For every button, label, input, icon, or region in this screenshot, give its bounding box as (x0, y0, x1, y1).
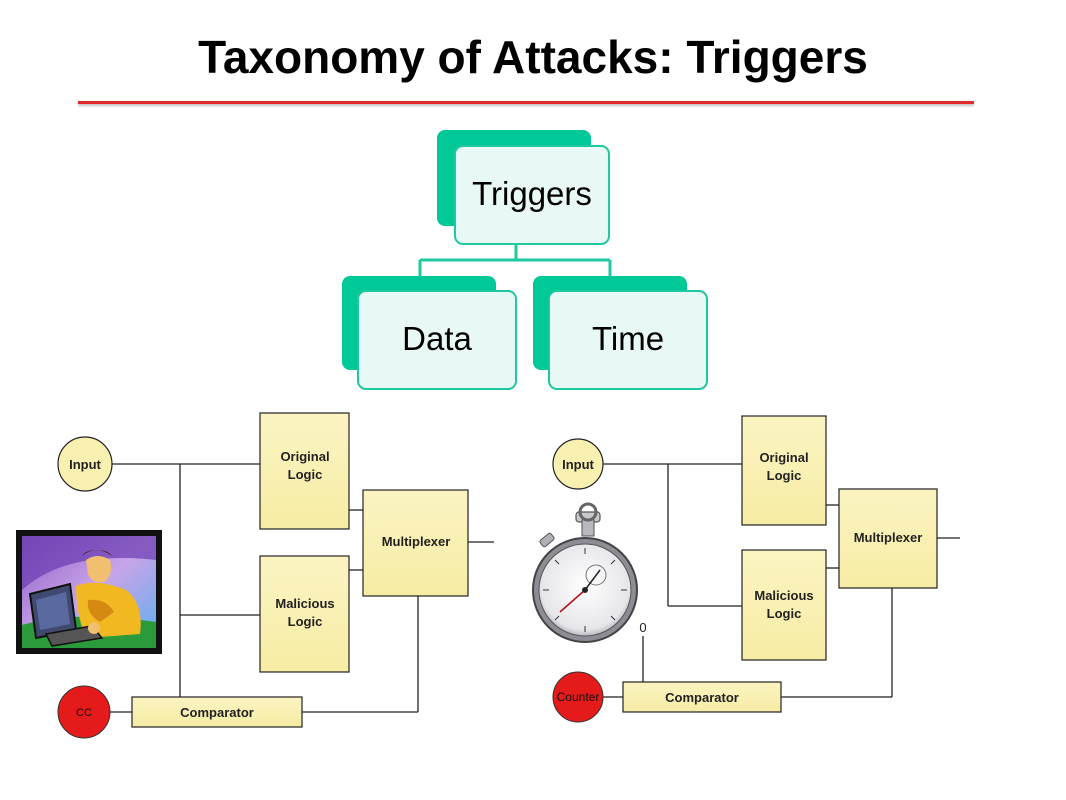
svg-text:Logic: Logic (288, 614, 323, 629)
svg-text:Original: Original (280, 449, 329, 464)
svg-text:Input: Input (562, 457, 594, 472)
svg-text:Counter: Counter (557, 690, 600, 704)
counter-trigger-node: Counter (552, 671, 604, 723)
data-malicious-logic-box: Malicious Logic (259, 555, 350, 673)
time-comparator-box: Comparator (622, 681, 782, 713)
data-circuit-wires (110, 463, 494, 713)
title-rule (78, 101, 974, 104)
slide-title: Taxonomy of Attacks: Triggers (198, 31, 868, 83)
svg-text:Malicious: Malicious (754, 588, 813, 603)
triggers-label: Triggers (472, 175, 592, 212)
data-label: Data (402, 320, 472, 357)
data-original-logic-box: Original Logic (259, 412, 350, 530)
time-trigger-circuit: 0 Input Original Logic Malicious Logic M… (532, 415, 960, 723)
time-original-logic-box: Original Logic (741, 415, 827, 526)
time-multiplexer-box: Multiplexer (838, 488, 938, 589)
svg-text:Comparator: Comparator (665, 690, 739, 705)
hierarchy: Triggers Data Time (342, 130, 708, 390)
svg-text:Input: Input (69, 457, 101, 472)
data-trigger-circuit: Input Original Logic Malicious Logic Mul… (16, 412, 494, 739)
svg-text:Original: Original (759, 450, 808, 465)
svg-text:Multiplexer: Multiplexer (854, 530, 923, 545)
cc-trigger-node: CC (57, 685, 111, 739)
stopwatch-icon (532, 502, 638, 643)
hierarchy-node-data: Data (342, 276, 517, 390)
svg-text:Logic: Logic (288, 467, 323, 482)
svg-text:Comparator: Comparator (180, 705, 254, 720)
svg-text:Logic: Logic (767, 606, 802, 621)
hierarchy-node-triggers: Triggers (437, 130, 610, 245)
comparator-zero-label: 0 (639, 620, 646, 635)
data-input-node: Input (57, 436, 113, 492)
person-at-computer-icon (16, 530, 162, 654)
time-malicious-logic-box: Malicious Logic (741, 549, 827, 661)
svg-text:Multiplexer: Multiplexer (382, 534, 451, 549)
data-comparator-box: Comparator (131, 696, 303, 728)
time-input-node: Input (552, 438, 604, 490)
svg-text:CC: CC (76, 707, 92, 719)
time-circuit-wires (603, 463, 960, 698)
svg-text:Malicious: Malicious (275, 596, 334, 611)
svg-text:Logic: Logic (767, 468, 802, 483)
time-label: Time (592, 320, 664, 357)
data-multiplexer-box: Multiplexer (362, 489, 469, 597)
hierarchy-node-time: Time (533, 276, 708, 390)
